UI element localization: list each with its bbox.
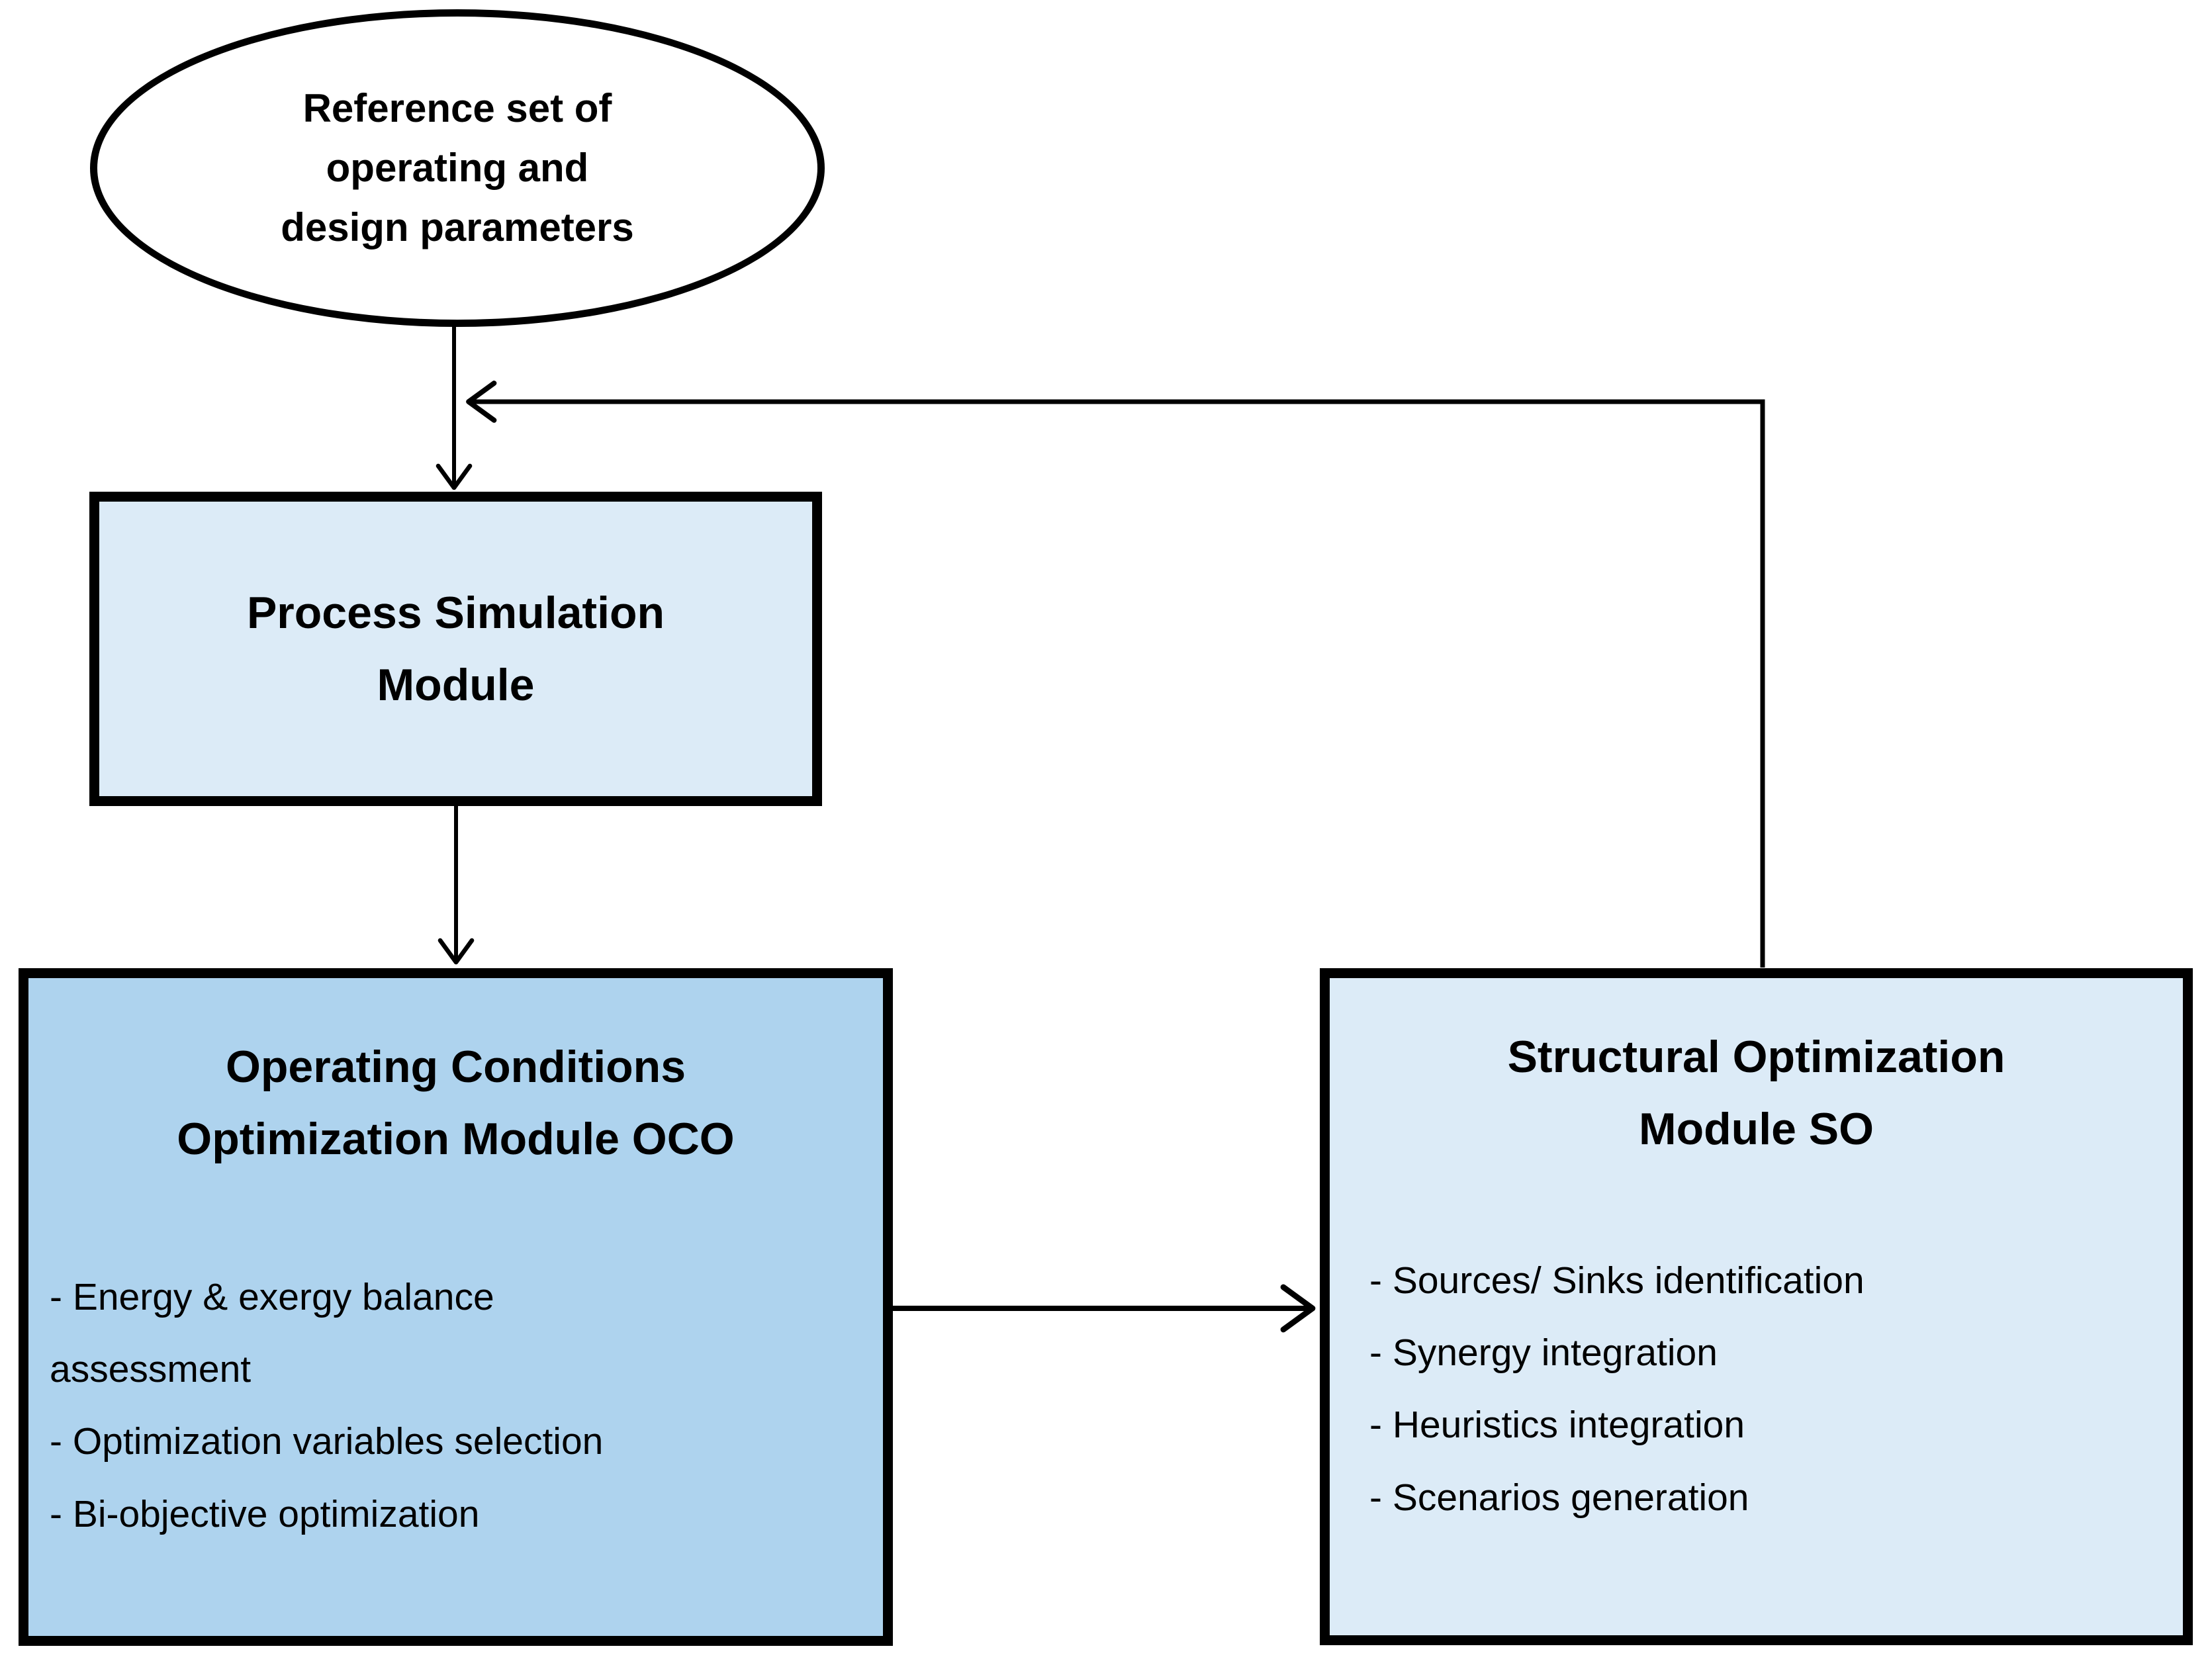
process-simulation-module-box: Process Simulation Module <box>89 492 822 806</box>
operating-conditions-optimization-module-box: Operating Conditions Optimization Module… <box>19 968 893 1646</box>
list-item: - Sources/ Sinks identification <box>1369 1259 1865 1302</box>
structural-optimization-module-box: Structural Optimization Module SO - Sour… <box>1320 968 2193 1645</box>
title-line: Optimization Module OCO <box>177 1113 735 1164</box>
ellipse-text-line: design parameters <box>281 205 634 249</box>
process-box-title: Process Simulation Module <box>247 577 665 721</box>
ellipse-text-line: Reference set of <box>302 86 612 130</box>
so-box-list: - Sources/ Sinks identification - Synerg… <box>1330 1245 2183 1535</box>
list-item: - Bi-objective optimization <box>50 1492 480 1535</box>
so-box-title: Structural Optimization Module SO <box>1330 1021 2183 1165</box>
oco-box-list: - Energy & exergy balance assessment - O… <box>28 1261 652 1551</box>
list-item: - Synergy integration <box>1369 1332 1718 1375</box>
title-line: Process Simulation <box>246 587 665 638</box>
title-line: Structural Optimization <box>1507 1032 2005 1082</box>
list-item: - Scenarios generation <box>1369 1476 1749 1519</box>
title-line: Module SO <box>1638 1103 1874 1154</box>
list-item: - Heuristics integration <box>1369 1404 1745 1447</box>
ellipse-text-line: operating and <box>326 146 589 190</box>
list-item: - Optimization variables selection <box>50 1420 604 1463</box>
oco-box-title: Operating Conditions Optimization Module… <box>28 1031 883 1175</box>
title-line: Operating Conditions <box>225 1042 686 1092</box>
reference-parameters-ellipse: Reference set of operating and design pa… <box>90 9 825 327</box>
title-line: Module <box>377 659 535 710</box>
list-item: - Energy & exergy balance assessment <box>50 1275 494 1391</box>
